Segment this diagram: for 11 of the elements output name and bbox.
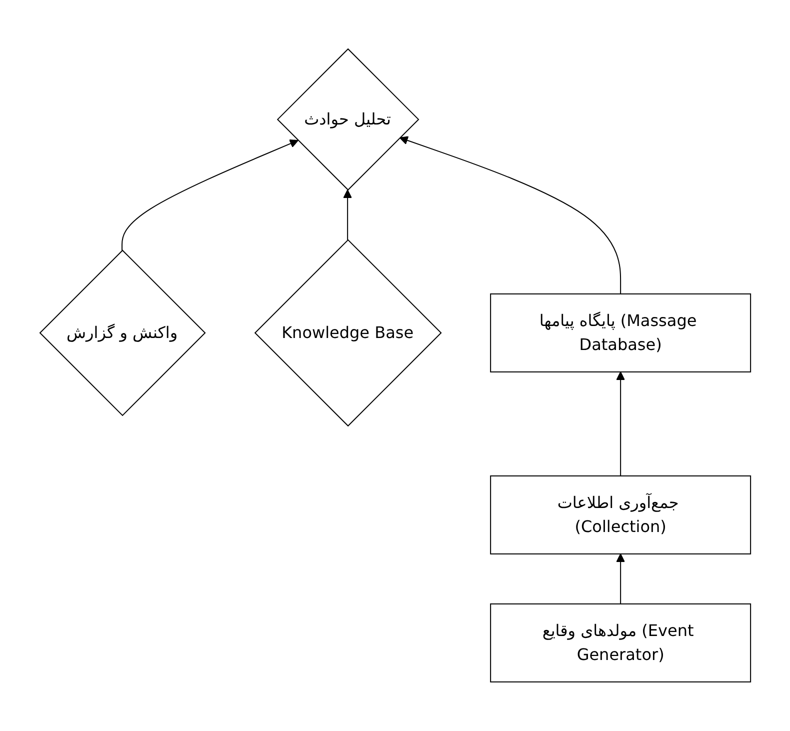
- arrow: [399, 136, 621, 294]
- arrow: [616, 372, 625, 476]
- node-diamond: واکنش و گزارش: [39, 250, 206, 416]
- arrow: [616, 554, 625, 604]
- node-box: مولدهای وقایع (Event Generator): [490, 603, 751, 682]
- arrow: [342, 190, 352, 240]
- node-diamond: تحلیل حوادث: [276, 48, 419, 191]
- arrow: [121, 139, 298, 251]
- node-diamond: Knowledge Base: [254, 239, 442, 427]
- node-box: پایگاه پیامها (Massage Database): [490, 293, 751, 372]
- node-box: جمع‌آوری اطلاعات (Collection): [490, 475, 751, 554]
